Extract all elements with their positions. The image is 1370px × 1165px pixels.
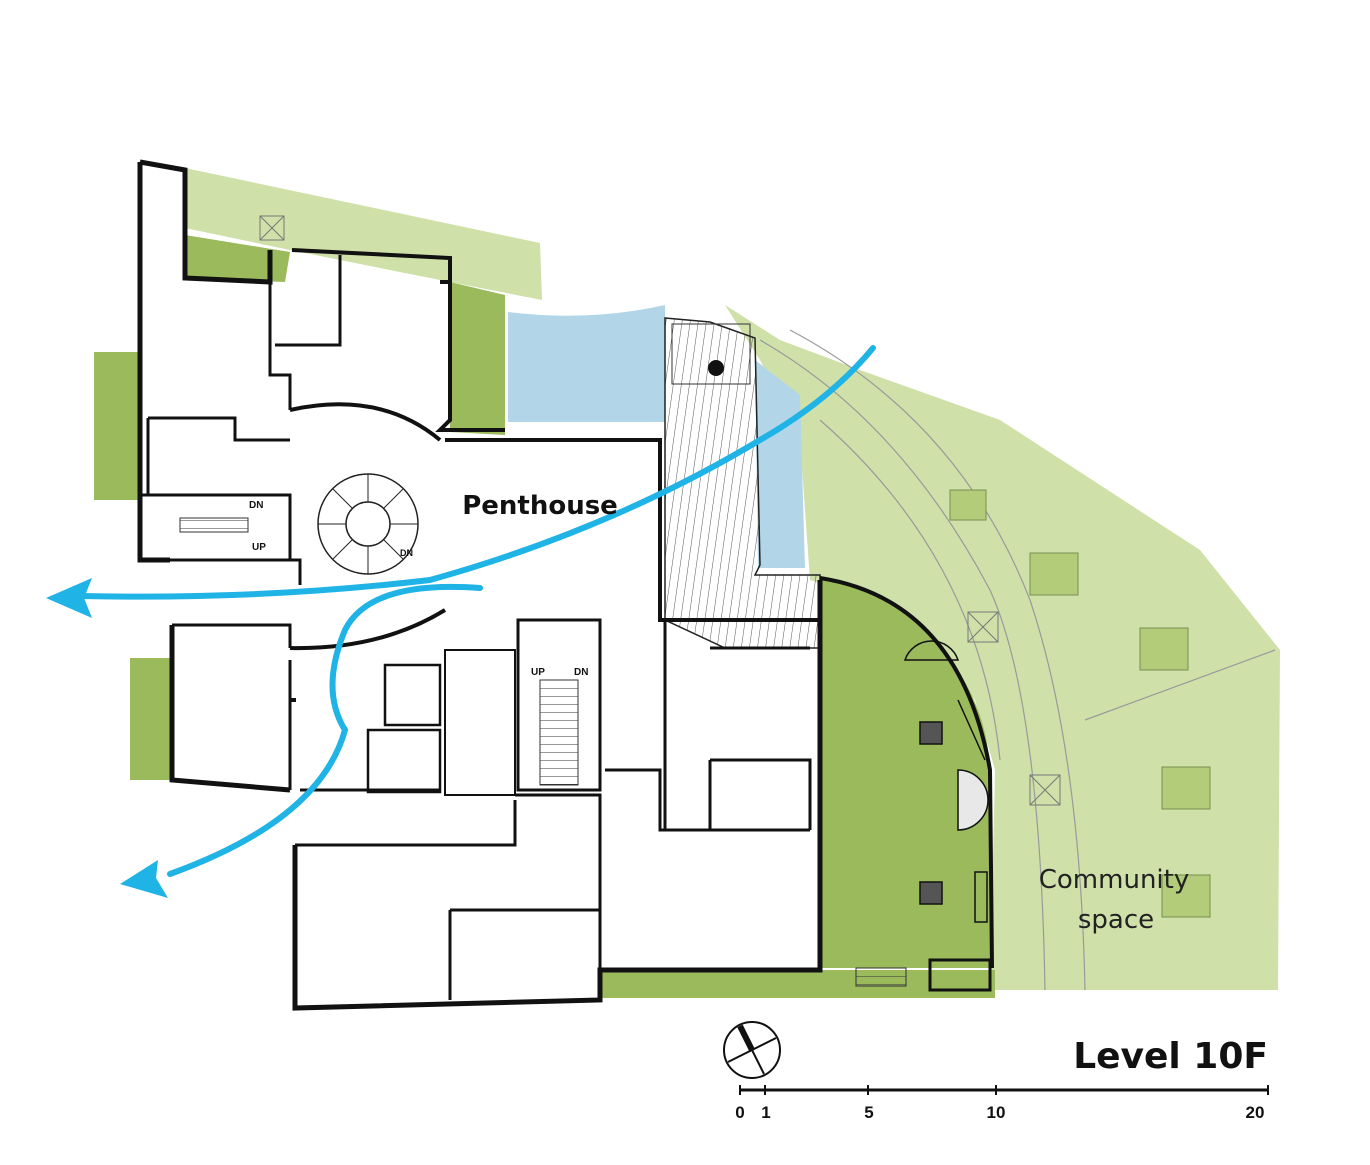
- scale-tick-1: 1: [761, 1103, 770, 1122]
- label-community-line1: Community: [1039, 865, 1189, 895]
- community-fixtures: [903, 640, 989, 923]
- stair-core-flights: [539, 679, 579, 786]
- pool-east: [755, 360, 805, 568]
- label-community-line2: space: [1078, 905, 1154, 935]
- north-balcony: [185, 235, 290, 282]
- deck-column: [708, 360, 724, 376]
- building-walls: [137, 159, 994, 1011]
- scale-bar: 0 1 5 10 20: [735, 1085, 1269, 1122]
- west-planter-top: [94, 352, 140, 500]
- scale-tick-10: 10: [987, 1103, 1006, 1122]
- stair-label-up-west: UP: [252, 542, 266, 553]
- stair-label-dn-spiral: DN: [400, 548, 413, 558]
- south-planter-strip: [600, 970, 995, 998]
- deck-inner-frame: [671, 323, 751, 385]
- community-terrace: [725, 305, 1280, 990]
- airflow-arrowhead-lower: [120, 860, 168, 898]
- west-planter-bottom: [130, 658, 172, 780]
- north-terrace: [185, 168, 542, 300]
- scale-tick-0: 0: [735, 1103, 744, 1122]
- terrace-furniture: [949, 489, 1211, 918]
- community-green-room: [820, 580, 990, 968]
- level-title: Level 10F: [1073, 1036, 1268, 1077]
- scale-tick-20: 20: [1246, 1103, 1265, 1122]
- north-arrow-icon: [723, 1021, 781, 1079]
- airflow-arrow-upper: [77, 345, 876, 600]
- airflow-arrowhead-upper: [46, 578, 92, 618]
- airflow-arrow-lower: [167, 583, 483, 877]
- pool-north: [508, 305, 665, 422]
- label-penthouse: Penthouse: [462, 491, 618, 521]
- scale-tick-5: 5: [864, 1103, 873, 1122]
- stair-label-dn-west: DN: [249, 500, 263, 511]
- spiral-stair: [317, 473, 419, 575]
- east-balcony-upper: [450, 282, 505, 435]
- stair-west: [179, 517, 249, 533]
- timber-deck: [664, 317, 821, 649]
- stair-label-dn-core: DN: [574, 667, 588, 678]
- south-bench: [855, 967, 907, 987]
- stair-label-up-core: UP: [531, 667, 545, 678]
- terrace-planters-pyramids: [259, 215, 1061, 806]
- airflow-arrows: [77, 345, 876, 877]
